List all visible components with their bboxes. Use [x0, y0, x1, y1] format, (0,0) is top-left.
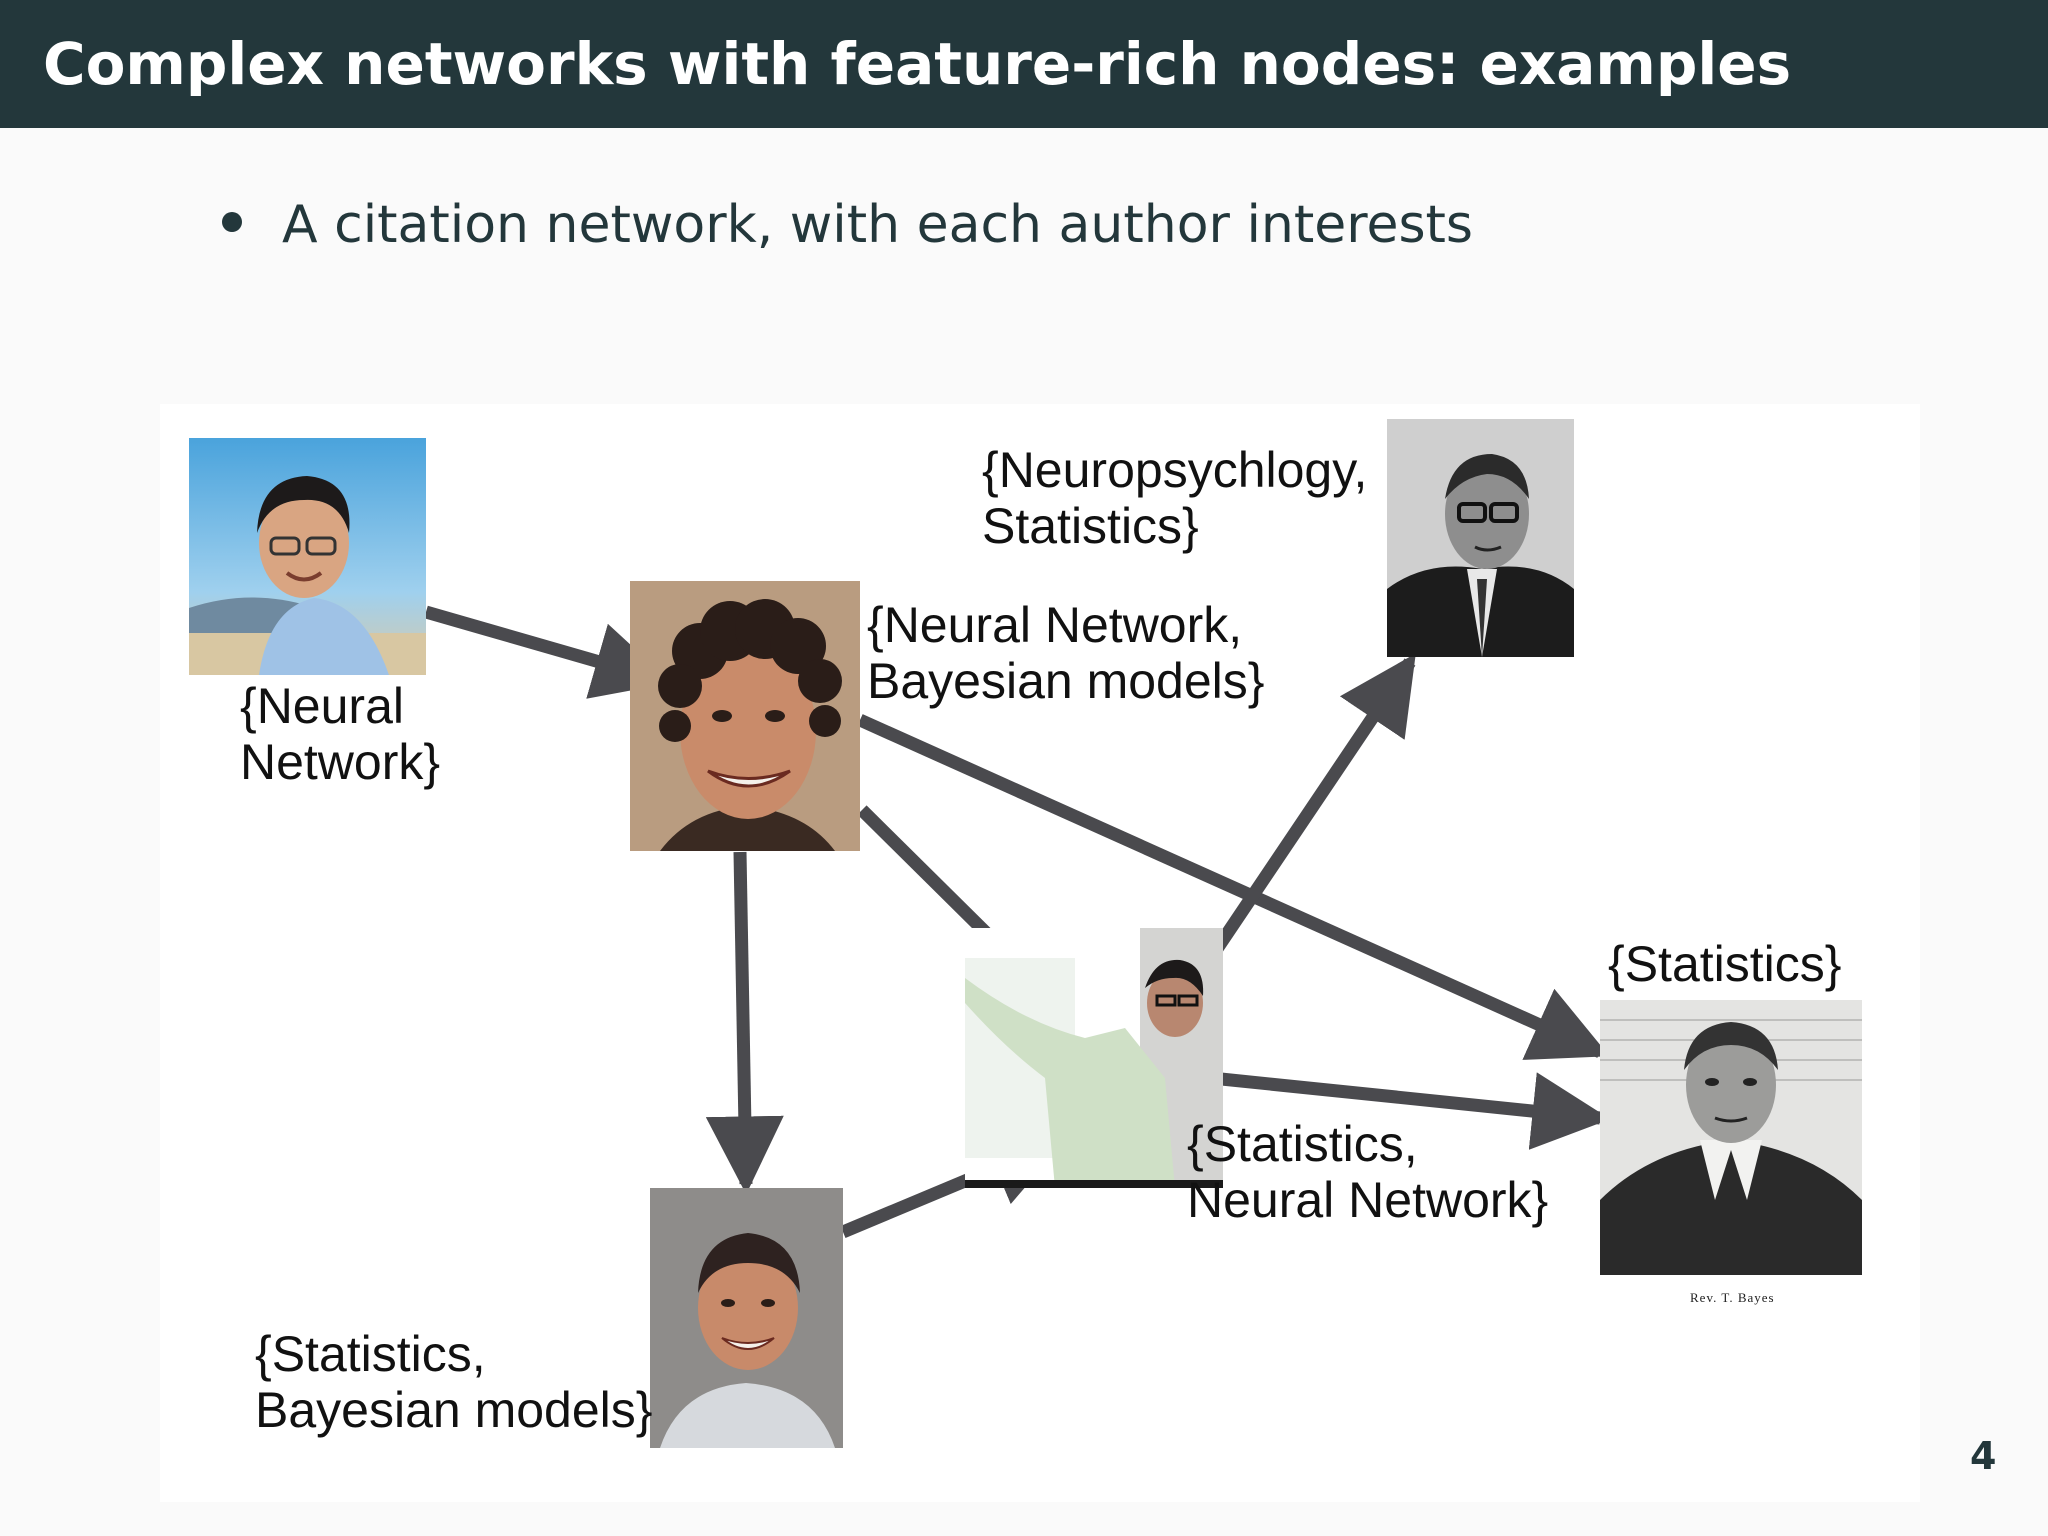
smiling-man-photo — [650, 1188, 843, 1448]
page-number: 4 — [1970, 1434, 1997, 1478]
young-man-outdoor-photo — [189, 438, 426, 675]
portrait-caption: Rev. T. Bayes — [1690, 1290, 1775, 1305]
engraved-portrait — [1600, 1000, 1862, 1275]
slide-title: Complex networks with feature-rich nodes… — [0, 0, 2048, 128]
label-neural-network-bayesian: {Neural Network,Bayesian models} — [867, 597, 1265, 709]
label-statistics-neural-network: {Statistics,Neural Network} — [1187, 1116, 1549, 1228]
curly-haired-man-photo — [630, 581, 860, 851]
bullet-dot-icon — [222, 212, 242, 232]
man-with-glasses-bw-photo — [1387, 419, 1574, 657]
bullet-text: A citation network, with each author int… — [282, 195, 1474, 255]
presenter-pointing-photo — [965, 928, 1223, 1188]
label-statistics-bayesian: {Statistics,Bayesian models} — [255, 1326, 653, 1438]
label-statistics: {Statistics} — [1608, 936, 1842, 992]
bullet-item: A citation network, with each author int… — [222, 190, 1473, 260]
label-neuropsychology-statistics: {Neuropsychlogy,Statistics} — [982, 442, 1368, 554]
